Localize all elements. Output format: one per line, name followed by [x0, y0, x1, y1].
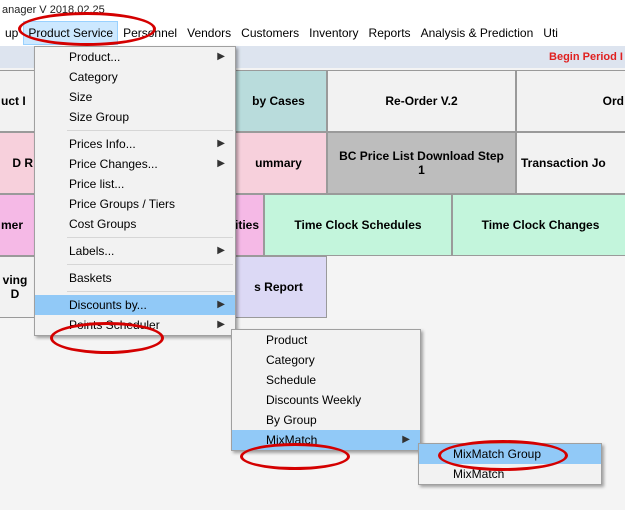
menu-vendors[interactable]: Vendors — [187, 26, 232, 40]
menu-separator — [67, 130, 233, 131]
chevron-right-icon: ▶ — [402, 434, 410, 445]
submenu-item-discounts-weekly[interactable]: Discounts Weekly — [266, 393, 362, 407]
tile-transaction-journal[interactable]: Transaction Jo — [516, 132, 625, 194]
menu-item-labels[interactable]: Labels... ▶ — [35, 241, 235, 261]
menu-setup[interactable]: up — [5, 26, 19, 40]
menu-item-price-groups-tiers[interactable]: Price Groups / Tiers — [69, 197, 176, 211]
chevron-right-icon: ▶ — [217, 138, 225, 149]
window-title: anager V 2018.02.25 — [2, 4, 105, 16]
tile-order[interactable]: Ord — [516, 70, 625, 132]
menu-item-discounts-by[interactable]: Discounts by... ▶ — [35, 295, 235, 315]
menu-personnel[interactable]: Personnel — [123, 26, 178, 40]
menu-bar: up Product Service Personnel Vendors Cus… — [0, 20, 625, 46]
submenu-item-product[interactable]: Product — [266, 333, 308, 347]
submenu-item-category[interactable]: Category — [266, 353, 315, 367]
submenu-item-mixmatch[interactable]: MixMatch ▶ — [232, 430, 420, 450]
tile-time-clock-changes[interactable]: Time Clock Changes — [452, 194, 625, 256]
chevron-right-icon: ▶ — [217, 245, 225, 256]
chevron-right-icon: ▶ — [217, 319, 225, 330]
discounts-by-submenu: Product Category Schedule Discounts Week… — [231, 329, 421, 451]
tile-by-cases[interactable]: by Cases — [230, 70, 327, 132]
submenu-item-mixmatch-plain[interactable]: MixMatch — [453, 467, 505, 481]
menu-item-label: Product... — [69, 50, 121, 64]
menu-customers[interactable]: Customers — [241, 26, 300, 40]
chevron-right-icon: ▶ — [217, 51, 225, 62]
menu-product-service[interactable]: Product Service — [23, 21, 119, 45]
tile-reorder-v2[interactable]: Re-Order V.2 — [327, 70, 516, 132]
menu-item-label: Price Changes... — [69, 157, 158, 171]
menu-item-size[interactable]: Size — [69, 90, 93, 104]
menu-item-label: MixMatch — [266, 433, 318, 447]
menu-item-category[interactable]: Category — [69, 70, 118, 84]
mixmatch-submenu: MixMatch Group MixMatch — [418, 443, 602, 485]
submenu-item-by-group[interactable]: By Group — [266, 413, 317, 427]
tile-report[interactable]: s Report — [230, 256, 327, 318]
submenu-item-mixmatch-group[interactable]: MixMatch Group — [419, 444, 601, 464]
tile-saving[interactable]: ving D — [0, 256, 38, 318]
tile-dr[interactable]: D R — [0, 132, 38, 194]
menu-separator — [67, 237, 233, 238]
chevron-right-icon: ▶ — [217, 158, 225, 169]
tile-customer[interactable]: mer — [0, 194, 38, 256]
product-service-menu: Product... ▶ Category Size Size Group Pri… — [34, 46, 236, 336]
menu-item-label: Labels... — [69, 244, 115, 258]
menu-utilities[interactable]: Uti — [543, 26, 558, 40]
tile-product[interactable]: uct I — [0, 70, 38, 132]
tile-summary[interactable]: ummary — [230, 132, 327, 194]
menu-reports[interactable]: Reports — [368, 26, 411, 40]
menu-analysis-prediction[interactable]: Analysis & Prediction — [420, 26, 534, 40]
begin-period-label: Begin Period I — [549, 51, 623, 63]
menu-separator — [67, 264, 233, 265]
menu-item-price-changes[interactable]: Price Changes... ▶ — [35, 154, 235, 174]
menu-item-product[interactable]: Product... ▶ — [35, 47, 235, 67]
menu-item-label: Prices Info... — [69, 137, 136, 151]
submenu-item-schedule[interactable]: Schedule — [266, 373, 317, 387]
tile-bc-price-list-download[interactable]: BC Price List Download Step 1 — [327, 132, 516, 194]
menu-item-label: Discounts by... — [69, 298, 147, 312]
menu-item-points-scheduler[interactable]: Points Scheduler ▶ — [35, 315, 235, 335]
menu-inventory[interactable]: Inventory — [309, 26, 359, 40]
tile-time-clock-schedules[interactable]: Time Clock Schedules — [264, 194, 452, 256]
menu-item-label: Points Scheduler — [69, 318, 160, 332]
menu-item-cost-groups[interactable]: Cost Groups — [69, 217, 137, 231]
menu-item-prices-info[interactable]: Prices Info... ▶ — [35, 134, 235, 154]
menu-separator — [67, 291, 233, 292]
menu-item-baskets[interactable]: Baskets — [69, 271, 112, 285]
chevron-right-icon: ▶ — [217, 299, 225, 310]
menu-item-size-group[interactable]: Size Group — [69, 110, 130, 124]
menu-item-price-list[interactable]: Price list... — [69, 177, 125, 191]
